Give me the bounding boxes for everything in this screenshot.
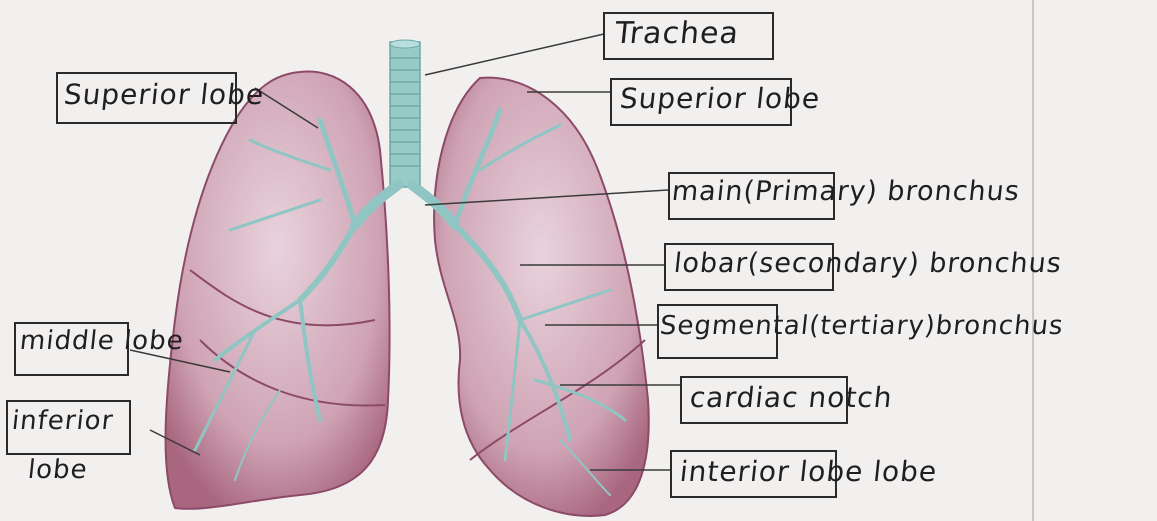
superior-lobe-left-label: Superior lobe (62, 78, 266, 111)
middle-lobe-label: middle lobe (18, 326, 185, 356)
trachea (390, 40, 420, 187)
segmental-bronchus-label: Segmental(tertiary)bronchus (658, 311, 1065, 341)
cardiac-notch-label: cardiac notch (688, 381, 894, 414)
inferior-lobe-right-label: interior lobe lobe (678, 455, 939, 488)
inferior-lobe-left-label-line1: inferior (10, 406, 115, 436)
right-lung (434, 78, 649, 516)
main-bronchus-label: main(Primary) bronchus (670, 176, 1021, 207)
trachea-label: Trachea (613, 16, 741, 51)
lobar-bronchus-label: lobar(secondary) bronchus (672, 248, 1063, 279)
superior-lobe-right-label: Superior lobe (618, 82, 822, 115)
inferior-lobe-left-label-line2: lobe (26, 455, 89, 485)
